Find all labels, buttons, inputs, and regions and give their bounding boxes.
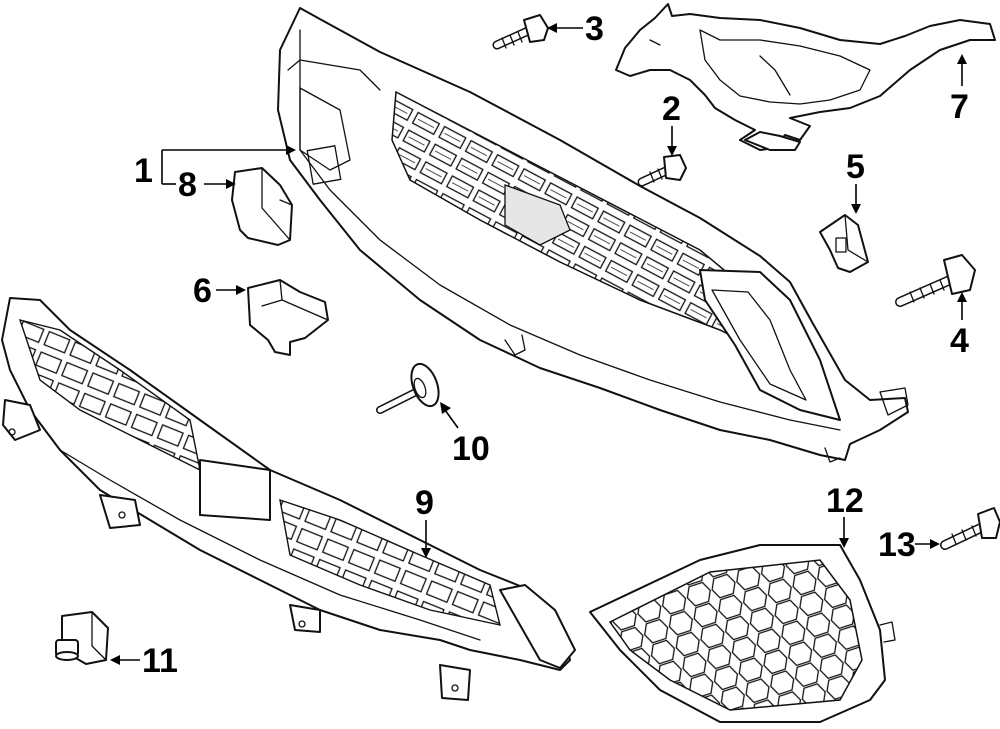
fog-lamp-bezel (589, 544, 896, 723)
callout-12: 12 (826, 482, 864, 520)
retainer-clip (819, 214, 869, 273)
callout-4: 4 (950, 322, 969, 360)
callout-8: 8 (178, 166, 197, 204)
upper-grille-assembly (277, 7, 909, 463)
push-nut (55, 611, 109, 665)
callout-7: 7 (950, 88, 969, 126)
leader-lines (110, 23, 967, 665)
callout-3: 3 (585, 10, 604, 48)
callout-2: 2 (662, 90, 681, 128)
grille-bracket (247, 279, 329, 356)
bolt-part-3 (492, 14, 549, 50)
callout-6: 6 (193, 272, 212, 310)
callout-5: 5 (846, 148, 865, 186)
callout-labels: 1 8 3 2 7 5 6 4 10 9 12 13 11 (134, 10, 969, 680)
bolt-part-13 (940, 507, 1000, 550)
callout-10: 10 (452, 430, 490, 468)
callout-13: 13 (878, 526, 916, 564)
lower-grille (1, 297, 576, 701)
callout-9: 9 (415, 484, 434, 522)
cover-plate (231, 167, 293, 246)
screw-part-10 (376, 362, 440, 414)
callout-1: 1 (134, 152, 153, 190)
bolt-part-4 (895, 254, 976, 307)
callout-11: 11 (142, 642, 178, 680)
bolt-part-2 (637, 154, 687, 187)
pony-emblem (615, 3, 996, 151)
